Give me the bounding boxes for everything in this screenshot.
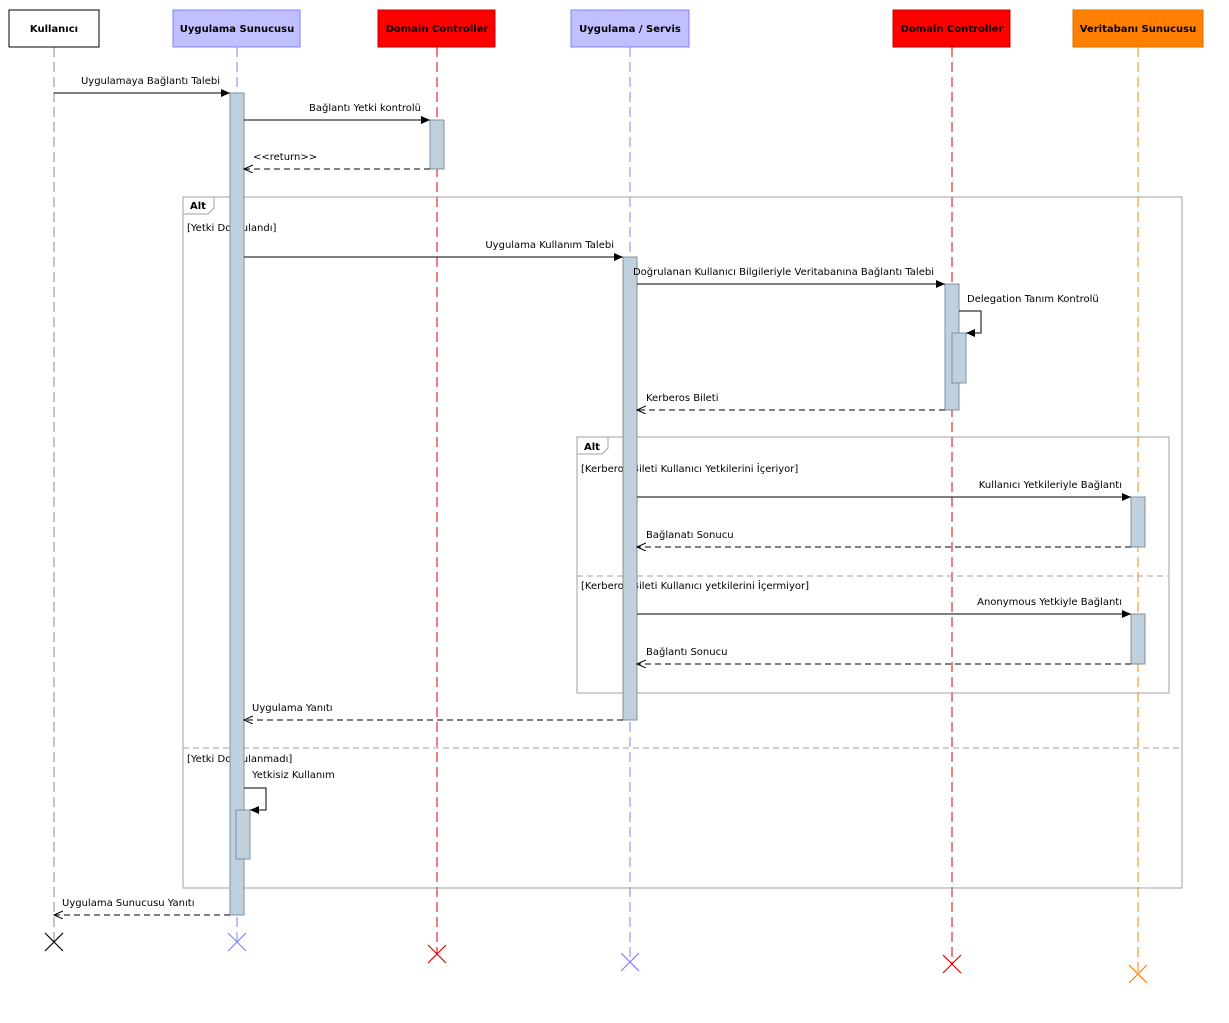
message-label: Bağlantı Yetki kontrolü: [309, 102, 421, 114]
message-kullanici-yetkileriyle-baglanti[interactable]: Kullanıcı Yetkileriyle Bağlantı: [637, 479, 1131, 501]
participant-veritabani-sunucusu[interactable]: Veritabanı Sunucusu: [1072, 9, 1204, 48]
destroy-mark: [427, 944, 447, 964]
destroy-mark: [942, 954, 962, 974]
message-label: Yetkisiz Kullanım: [251, 770, 335, 781]
message-label: Anonymous Yetkiyle Bağlantı: [977, 596, 1122, 608]
message-label: Uygulama Yanıtı: [252, 703, 333, 714]
participant-label: Uygulama / Servis: [579, 24, 681, 35]
activation-bar: [235, 809, 251, 860]
activation-bar: [229, 92, 245, 916]
message-baglanati-sonucu[interactable]: Bağlanatı Sonucu: [637, 529, 1131, 547]
message-label: Uygulama Sunucusu Yanıtı: [62, 898, 194, 909]
fragment-keyword: Alt: [190, 201, 206, 212]
activation-bar: [622, 256, 638, 721]
message-label: Uygulama Kullanım Talebi: [485, 240, 614, 251]
message-uygulama-yaniti[interactable]: Uygulama Yanıtı: [244, 703, 623, 720]
activation-bar: [429, 119, 445, 170]
guard-condition: [Kerberos Bileti Kullanıcı yetkilerini İ…: [581, 579, 809, 592]
fragment-keyword: Alt: [584, 442, 600, 453]
message-uygulama-sunucusu-yaniti[interactable]: Uygulama Sunucusu Yanıtı: [54, 898, 230, 915]
guard-condition: [Kerberos Bileti Kullanıcı Yetkilerini İ…: [581, 462, 798, 475]
activation-bar: [1130, 496, 1146, 548]
message-baglanti-sonucu[interactable]: Bağlantı Sonucu: [637, 646, 1131, 664]
message-return[interactable]: <<return>>: [244, 152, 430, 169]
message-label: Delegation Tanım Kontrolü: [967, 294, 1099, 305]
message-kerberos-bileti[interactable]: Kerberos Bileti: [637, 393, 945, 410]
message-uygulama-kullanim-talebi[interactable]: Uygulama Kullanım Talebi: [244, 240, 623, 261]
participant-kullanici[interactable]: Kullanıcı: [8, 9, 100, 48]
participant-label: Kullanıcı: [30, 24, 78, 35]
participant-domain-controller-2[interactable]: Domain Controller: [892, 9, 1011, 48]
participant-uygulama-servis[interactable]: Uygulama / Servis: [570, 9, 690, 48]
message-yetkisiz-kullanim[interactable]: Yetkisiz Kullanım: [244, 770, 335, 814]
message-label: Kerberos Bileti: [646, 393, 719, 404]
destroy-mark: [620, 952, 640, 972]
message-label: Kullanıcı Yetkileriyle Bağlantı: [979, 479, 1122, 491]
participant-label: Uygulama Sunucusu: [180, 24, 294, 35]
message-baglanti-yetki-kontrolu[interactable]: Bağlantı Yetki kontrolü: [244, 102, 430, 124]
destroy-mark: [227, 932, 247, 952]
message-delegation-tanim-kontrolu[interactable]: Delegation Tanım Kontrolü: [959, 294, 1099, 337]
message-label: Bağlanatı Sonucu: [646, 529, 734, 541]
participant-domain-controller-1[interactable]: Domain Controller: [377, 9, 496, 48]
destroy-mark: [1128, 964, 1148, 984]
message-label: Bağlantı Sonucu: [646, 646, 727, 658]
message-label: Uygulamaya Bağlantı Talebi: [81, 75, 220, 87]
message-anonymous-yetkiyle-baglanti[interactable]: Anonymous Yetkiyle Bağlantı: [637, 596, 1131, 618]
message-label: <<return>>: [253, 152, 317, 163]
message-veritabani-baglanti-talebi[interactable]: Doğrulanan Kullanıcı Bilgileriyle Verita…: [633, 266, 945, 288]
activation-bar: [951, 332, 967, 384]
activation-bar: [1130, 613, 1146, 665]
participant-label: Domain Controller: [386, 24, 489, 35]
participant-uygulama-sunucusu[interactable]: Uygulama Sunucusu: [172, 9, 301, 48]
message-uygulamaya-baglanti-talebi[interactable]: Uygulamaya Bağlantı Talebi: [54, 75, 230, 97]
participant-label: Veritabanı Sunucusu: [1080, 24, 1196, 35]
message-label: Doğrulanan Kullanıcı Bilgileriyle Verita…: [633, 266, 934, 278]
participant-label: Domain Controller: [901, 24, 1004, 35]
destroy-mark: [44, 932, 64, 952]
alt-fragment-inner: Alt [Kerberos Bileti Kullanıcı Yetkileri…: [576, 436, 1170, 694]
